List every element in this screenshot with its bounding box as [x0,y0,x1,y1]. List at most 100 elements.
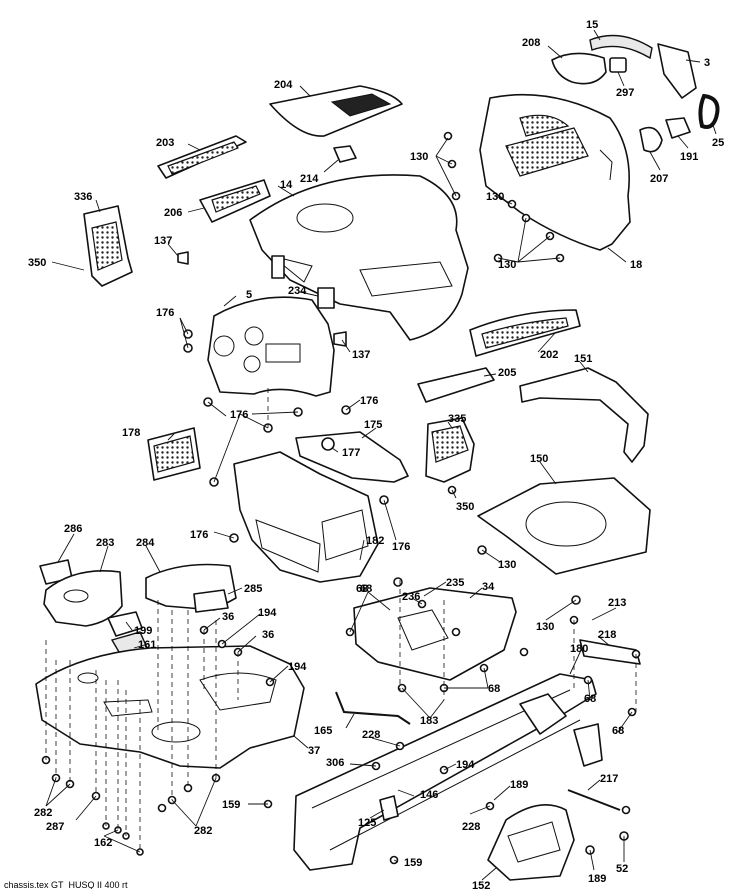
callout-label: 205 [498,367,516,379]
callout-label: 176 [230,409,248,421]
callout-label: 282 [34,807,52,819]
callout-label: 182 [366,535,384,547]
callout-label: 36 [222,611,234,623]
part-18-housing [479,93,631,251]
part-217-rod [567,789,621,811]
part-182-console [233,451,379,583]
callout-label: 199 [134,625,152,637]
callout-label: 137 [352,349,370,361]
callout-label: 14 [280,179,293,191]
part-218-bracket [579,639,641,665]
part-177-knob [321,437,335,451]
part-137-clip-a [177,251,189,265]
callout-label: 282 [194,825,212,837]
alignment-guides [45,388,637,852]
part-204-panel [269,85,403,137]
part-14-hood [249,174,469,341]
callout-label: 194 [456,759,475,771]
part-205-trim [417,367,495,403]
callout-label: 236 [402,591,420,603]
callout-label: 214 [300,173,319,185]
callout-label: 287 [46,821,64,833]
part-152-seat [487,804,575,881]
callout-label: 176 [156,307,174,319]
callout-label: 130 [536,621,554,633]
callout-label: 68 [612,725,624,737]
callout-label: 202 [540,349,558,361]
callout-label: 213 [608,597,626,609]
part-5-dash [207,296,335,397]
callout-label: 18 [630,259,642,271]
part-207 [639,126,663,153]
part-191 [665,117,691,139]
callout-label: 176 [360,395,378,407]
callout-label: 130 [498,259,516,271]
part-150-plate [477,477,651,575]
callout-label: 191 [680,151,698,163]
part-285 [193,589,229,613]
callout-label: 286 [64,523,82,535]
part-234-a [271,255,285,279]
callout-label: 125 [358,817,376,829]
callout-label: 137 [154,235,172,247]
callout-label: 152 [472,880,490,889]
callout-label: 68 [356,583,368,595]
callout-label: 178 [122,427,140,439]
callout-label: 235 [446,577,464,589]
leader-lines [45,29,717,881]
callout-label: 234 [288,285,307,297]
callout-label: 5 [246,289,252,301]
part-3-bracket [657,43,697,99]
callout-label: 177 [342,447,360,459]
callout-label: 159 [404,857,422,869]
callout-label: 204 [274,79,293,91]
part-151-bracket [519,367,649,463]
callout-label: 189 [588,873,606,885]
callout-label: 283 [96,537,114,549]
callout-label: 218 [598,629,616,641]
callout-label: 208 [522,37,540,49]
callout-label: 284 [136,537,155,549]
callout-label: 52 [616,863,628,875]
callout-label: 165 [314,725,332,737]
part-25-loop [698,93,720,129]
part-283-fender [43,570,123,627]
part-125 [379,795,399,821]
part-15-handle [589,34,653,60]
callout-label: 146 [420,789,438,801]
callout-label: 130 [410,151,428,163]
part-297-clip [609,57,627,73]
part-214 [333,145,357,163]
callout-label: 130 [486,191,504,203]
callout-label: 161 [138,639,156,651]
callout-label: 68 [584,693,596,705]
callout-label: 183 [420,715,438,727]
callout-label: 228 [462,821,480,833]
callout-label: 15 [586,19,598,31]
part-37-body [35,645,305,769]
callout-label: 350 [456,501,474,513]
callout-label: 151 [574,353,592,365]
part-165-rod [335,691,411,725]
part-34-plate [353,587,517,681]
callout-label: 176 [190,529,208,541]
callout-label: 336 [74,191,92,203]
callout-label: 350 [28,257,46,269]
callout-label: 189 [510,779,528,791]
callout-label: 207 [650,173,668,185]
callout-label: 34 [482,581,495,593]
callout-label: 228 [362,729,380,741]
callout-label: 68 [488,683,500,695]
callout-label: 194 [288,661,307,673]
callout-label: 306 [326,757,344,769]
callout-label: 37 [308,745,320,757]
callout-label: 285 [244,583,262,595]
callout-label: 36 [262,629,274,641]
footer-caption: chassis.tex GT_HUSQ II 400 rt [4,880,128,889]
callout-label: 68 [360,583,372,595]
callout-label: 159 [222,799,240,811]
callout-label: 175 [364,419,382,431]
callout-label: 180 [570,643,588,655]
callout-label: 203 [156,137,174,149]
